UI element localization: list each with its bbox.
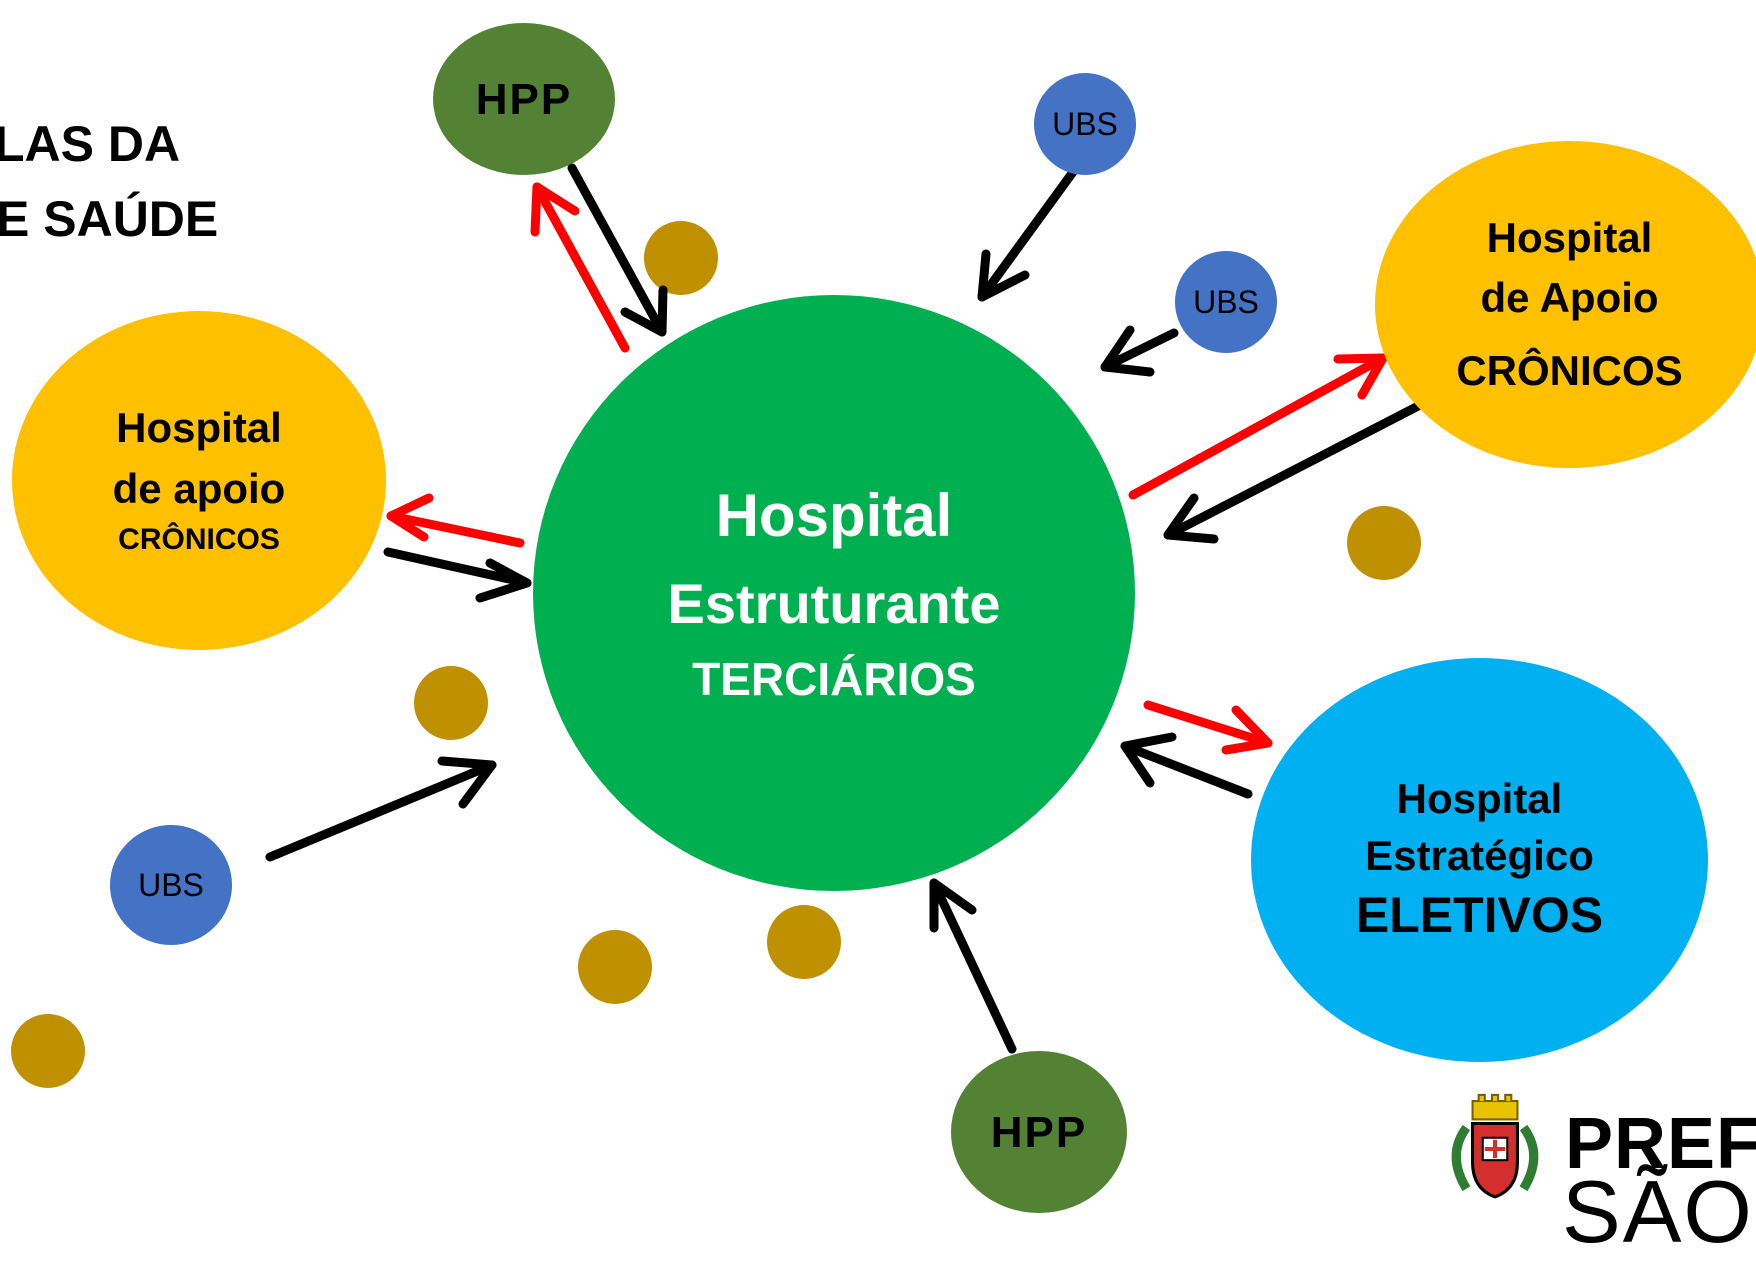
center-hospital-node: Hospital Estruturante TERCIÁRIOS	[533, 295, 1135, 891]
arrow-black	[567, 163, 668, 337]
center-line-2: Estruturante	[667, 571, 1001, 635]
ubs-left-node: UBS	[110, 825, 232, 945]
crown-battlements	[1472, 1093, 1518, 1103]
left-support-hospital-node: Hospital de apoio CRÔNICOS	[12, 311, 386, 650]
ubs-top-node: UBS	[1034, 73, 1136, 175]
arrow-black	[929, 878, 1017, 1054]
gold-dot	[11, 1014, 85, 1088]
ubs-left-label: UBS	[138, 867, 204, 903]
arrow-red	[1143, 700, 1273, 755]
shield-cross	[1484, 1139, 1506, 1159]
arrow-black	[265, 756, 497, 862]
gold-dot	[767, 905, 841, 979]
hpp-bottom-node: HPP	[951, 1051, 1127, 1213]
crown	[1471, 1100, 1519, 1121]
arrow-black	[1163, 398, 1429, 544]
arrow-black	[1100, 325, 1179, 377]
right-support-line-2: de Apoio	[1480, 274, 1659, 322]
center-line-3: TERCIÁRIOS	[692, 652, 976, 705]
left-support-line-3: CRÔNICOS	[118, 523, 280, 557]
right-support-hospital-node: Hospital de Apoio CRÔNICOS	[1375, 141, 1756, 468]
left-support-line-2: de apoio	[112, 464, 286, 512]
strategic-hospital-node: Hospital Estratégico ELETIVOS	[1251, 658, 1708, 1062]
gold-dot	[644, 221, 718, 295]
left-support-line-1: Hospital	[116, 404, 282, 452]
title-line-2: E SAÚDE	[0, 191, 219, 247]
hpp-top-node: HPP	[433, 23, 615, 175]
laurel-left	[1451, 1124, 1471, 1192]
arrow-red	[386, 493, 525, 548]
network-diagram	[11, 163, 1429, 1088]
gold-dot	[414, 666, 488, 740]
center-line-1: Hospital	[715, 481, 953, 549]
hpp-bottom-label: HPP	[990, 1107, 1088, 1157]
gold-dot	[1347, 506, 1421, 580]
arrow-red	[530, 182, 630, 353]
arrow-black	[977, 167, 1078, 302]
laurel-right	[1519, 1124, 1539, 1192]
strategic-line-1: Hospital	[1396, 775, 1563, 823]
arrow-black	[1120, 732, 1253, 799]
arrow-red	[1128, 353, 1388, 500]
logo-text-top: PREFE	[1565, 1104, 1756, 1184]
title-line-1: LAS DA	[0, 116, 181, 172]
ubs-right-node: UBS	[1175, 251, 1277, 353]
gold-dot	[578, 930, 652, 1004]
right-support-line-1: Hospital	[1486, 213, 1653, 261]
right-support-line-3: CRÔNICOS	[1456, 346, 1683, 394]
arrow-black	[383, 547, 532, 603]
ubs-top-label: UBS	[1052, 106, 1118, 142]
arrows	[265, 163, 1429, 1054]
logo-text-bottom: SÃO	[1562, 1162, 1754, 1261]
hpp-top-label: HPP	[475, 74, 573, 124]
strategic-line-2: Estratégico	[1365, 831, 1594, 879]
ubs-right-label: UBS	[1193, 284, 1259, 320]
strategic-line-3: ELETIVOS	[1355, 887, 1604, 944]
coat-of-arms-logo	[1451, 1093, 1539, 1199]
decorative-dots	[11, 221, 1421, 1088]
